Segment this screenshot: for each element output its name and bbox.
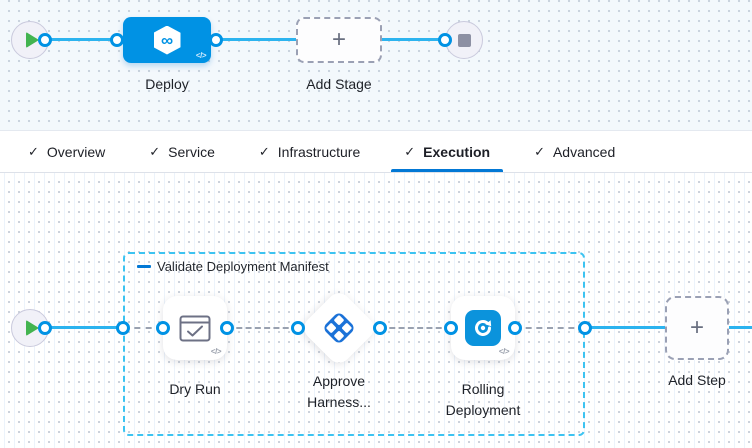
step-group-container[interactable]: [123, 252, 585, 436]
connector-port[interactable]: [38, 321, 52, 335]
tab-overview[interactable]: ✓ Overview: [15, 131, 118, 172]
plus-icon: +: [689, 314, 704, 341]
connector-wire: [45, 38, 118, 41]
check-icon: ✓: [149, 143, 161, 159]
tab-advanced[interactable]: ✓ Advanced: [521, 131, 628, 172]
stage-node-deploy[interactable]: ∞ </>: [123, 17, 211, 63]
connector-port[interactable]: [156, 321, 170, 335]
cd-infinity-icon: ∞: [153, 25, 181, 55]
execution-start-node[interactable]: [11, 309, 49, 347]
connector-port[interactable]: [373, 321, 387, 335]
yaml-code-icon[interactable]: </>: [210, 347, 222, 356]
connector-port[interactable]: [220, 321, 234, 335]
connector-port[interactable]: [209, 33, 223, 47]
connector-port[interactable]: [110, 33, 124, 47]
stop-icon: [457, 33, 471, 47]
play-icon: [25, 320, 39, 336]
step-group-label[interactable]: Validate Deployment Manifest: [137, 259, 329, 274]
add-step-label: Add Step: [668, 372, 726, 388]
connector-wire: [729, 326, 752, 329]
harness-approval-icon: [324, 313, 354, 343]
step-node-approve-harness[interactable]: [299, 288, 379, 368]
check-icon: ✓: [258, 143, 270, 159]
connector-port[interactable]: [291, 321, 305, 335]
tab-infrastructure[interactable]: ✓ Infrastructure: [246, 131, 373, 172]
add-stage-button[interactable]: +: [296, 17, 382, 63]
tab-service[interactable]: ✓ Service: [136, 131, 228, 172]
connector-wire: [45, 326, 123, 329]
step-node-rolling-deployment[interactable]: </>: [451, 296, 515, 360]
connector-wire: [382, 38, 445, 41]
step-label: Dry Run: [169, 381, 221, 397]
connector-port[interactable]: [578, 321, 592, 335]
check-icon: ✓: [28, 143, 39, 159]
connector-port[interactable]: [444, 321, 458, 335]
tab-label: Infrastructure: [277, 143, 361, 160]
connector-port[interactable]: [116, 321, 130, 335]
stage-canvas[interactable]: ∞ </> + Deploy Add Stage: [0, 0, 752, 131]
stage-label: Deploy: [145, 76, 189, 92]
connector-wire-dashed: [227, 327, 298, 329]
tab-execution[interactable]: ✓ Execution: [391, 131, 503, 172]
connector-port[interactable]: [38, 33, 52, 47]
connector-wire-dashed: [123, 327, 163, 329]
tab-label: Execution: [423, 143, 491, 160]
tab-label: Service: [168, 143, 215, 160]
add-stage-label: Add Stage: [306, 76, 372, 92]
yaml-code-icon[interactable]: </>: [498, 347, 510, 356]
rolling-deployment-icon: [465, 310, 501, 346]
tab-label: Overview: [46, 143, 106, 160]
connector-port[interactable]: [438, 33, 452, 47]
group-dash-icon: [137, 265, 151, 268]
step-node-dry-run[interactable]: </>: [163, 296, 227, 360]
connector-wire: [216, 38, 298, 41]
connector-wire-dashed: [380, 327, 451, 329]
connector-wire: [585, 326, 665, 329]
check-icon: ✓: [404, 143, 416, 159]
stage-config-tabs: ✓ Overview ✓ Service ✓ Infrastructure ✓ …: [0, 131, 752, 173]
add-step-button[interactable]: +: [665, 296, 729, 360]
tab-label: Advanced: [552, 143, 616, 160]
step-label: Approve Harness...: [307, 373, 371, 410]
play-icon: [25, 32, 39, 48]
connector-port[interactable]: [508, 321, 522, 335]
yaml-code-icon[interactable]: </>: [195, 51, 207, 60]
execution-canvas[interactable]: Validate Deployment Manifest: [0, 173, 752, 448]
check-icon: ✓: [534, 143, 545, 159]
connector-wire-dashed: [515, 327, 585, 329]
dry-run-checkbox-icon: [179, 315, 211, 341]
group-label-text: Validate Deployment Manifest: [157, 259, 329, 274]
plus-icon: +: [331, 26, 346, 53]
step-label: Rolling Deployment: [445, 381, 521, 418]
